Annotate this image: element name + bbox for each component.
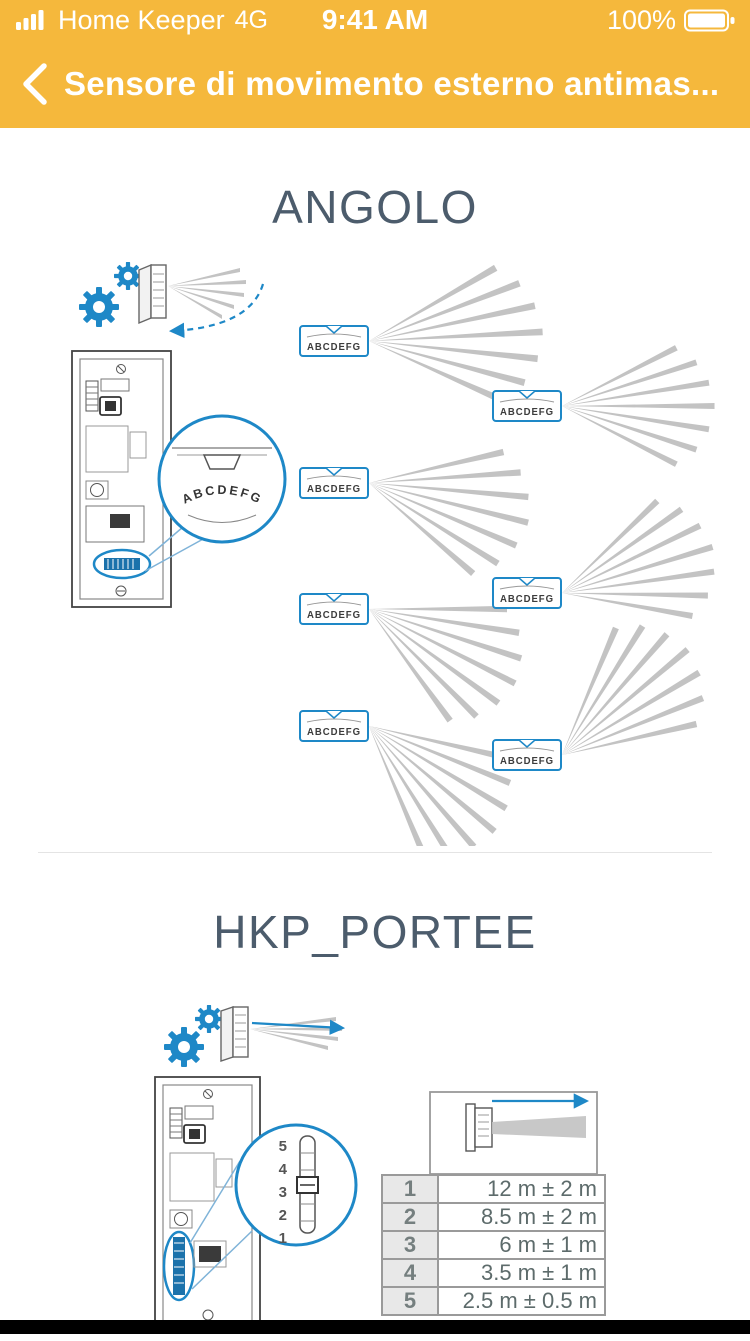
level-number: 5 xyxy=(279,1138,287,1155)
range-cell: 3.5 m ± 1 m xyxy=(437,1258,606,1288)
selector-label: ABCDEFG xyxy=(307,727,361,738)
sensor-selector-box: ABCDEFG xyxy=(492,577,562,609)
angolo-diagram: ABCDEFG ABCDEFG ABCDEFG ABCDEFG ABCDEFG xyxy=(70,256,731,846)
sensor-selector-box: ABCDEFG xyxy=(299,710,369,742)
nav-bar: Sensore di movimento esterno antimas... xyxy=(0,40,750,128)
beam-band xyxy=(492,1116,586,1138)
range-table: 1 12 m ± 2 m 2 8.5 m ± 2 m 3 6 m ± 1 m 4… xyxy=(381,1174,606,1316)
battery-percent: 100% xyxy=(606,4,676,35)
level-cell: 1 xyxy=(381,1174,439,1204)
settings-gears-icon xyxy=(70,256,148,336)
range-cell: 8.5 m ± 2 m xyxy=(437,1202,606,1232)
table-row: 3 6 m ± 1 m xyxy=(381,1230,606,1260)
range-slider-strip xyxy=(173,1237,185,1295)
chevron-left-icon xyxy=(23,63,47,105)
sensor-selector-box: ABCDEFG xyxy=(492,739,562,771)
selector-connector xyxy=(104,558,140,570)
selector-label: ABCDEFG xyxy=(500,756,554,767)
status-bar: 9:41 AM Home Keeper 4G 100% xyxy=(0,0,750,40)
sensor-selector-box: ABCDEFG xyxy=(492,390,562,422)
network-label: 4G xyxy=(234,5,268,34)
level-cell: 3 xyxy=(381,1230,439,1260)
signal-icon xyxy=(16,10,44,30)
range-cell: 2.5 m ± 0.5 m xyxy=(437,1286,606,1316)
portee-section: 5 4 3 2 1 1 12 m ± 2 m 2 8.5 m ± 2 m xyxy=(0,995,750,1341)
battery-icon xyxy=(684,9,735,31)
settings-gears-icon xyxy=(155,999,229,1076)
section-divider xyxy=(38,852,712,853)
level-cell: 5 xyxy=(381,1286,439,1316)
beam-fan-small xyxy=(168,268,246,319)
selector-label: ABCDEFG xyxy=(307,484,361,495)
range-diagram xyxy=(429,1091,598,1175)
range-arrow xyxy=(251,1019,346,1036)
table-row: 1 12 m ± 2 m xyxy=(381,1174,606,1204)
range-cell: 6 m ± 1 m xyxy=(437,1230,606,1260)
selector-label: ABCDEFG xyxy=(500,407,554,418)
bottom-bar xyxy=(0,1320,750,1334)
level-cell: 4 xyxy=(381,1258,439,1288)
zoom-circle-selector: ABCDEFG xyxy=(144,414,287,572)
beam-fan xyxy=(351,419,544,587)
zoom-circle-slider: 5 4 3 2 1 xyxy=(189,1123,358,1290)
table-row: 5 2.5 m ± 0.5 m xyxy=(381,1286,606,1316)
selector-label: ABCDEFG xyxy=(307,342,361,353)
back-button[interactable] xyxy=(20,61,48,107)
page-title: Sensore di movimento esterno antimas... xyxy=(64,65,720,102)
level-cell: 2 xyxy=(381,1202,439,1232)
sensor-device-icon xyxy=(138,263,265,339)
sensor-selector-box: ABCDEFG xyxy=(299,593,369,625)
sensor-device-icon xyxy=(220,1006,346,1062)
level-number: 4 xyxy=(279,1161,288,1178)
section-title-portee: HKP_PORTEE xyxy=(213,906,537,958)
carrier-label: Home Keeper xyxy=(58,4,225,35)
highlight-ellipse xyxy=(92,548,152,580)
rotation-arrow xyxy=(168,283,265,339)
device-front-drawing xyxy=(71,350,172,608)
selector-label: ABCDEFG xyxy=(500,594,554,605)
range-cell: 12 m ± 2 m xyxy=(437,1174,606,1204)
table-row: 4 3.5 m ± 1 m xyxy=(381,1258,606,1288)
level-number: 3 xyxy=(279,1184,287,1201)
clock: 9:41 AM xyxy=(321,4,429,35)
sensor-selector-box: ABCDEFG xyxy=(299,467,369,499)
beam-fan xyxy=(560,345,715,467)
section-title-angolo: ANGOLO xyxy=(272,181,478,233)
beam-fan-small xyxy=(250,1017,342,1050)
level-number: 2 xyxy=(279,1207,287,1224)
sensor-selector-box: ABCDEFG xyxy=(299,325,369,357)
beam-fan xyxy=(542,486,731,654)
portee-diagram: 5 4 3 2 1 xyxy=(154,999,598,1328)
beam-fan xyxy=(363,262,547,411)
level-number: 1 xyxy=(279,1230,287,1247)
table-row: 2 8.5 m ± 2 m xyxy=(381,1202,606,1232)
beam-fan xyxy=(518,599,730,807)
selector-label: ABCDEFG xyxy=(307,610,361,621)
